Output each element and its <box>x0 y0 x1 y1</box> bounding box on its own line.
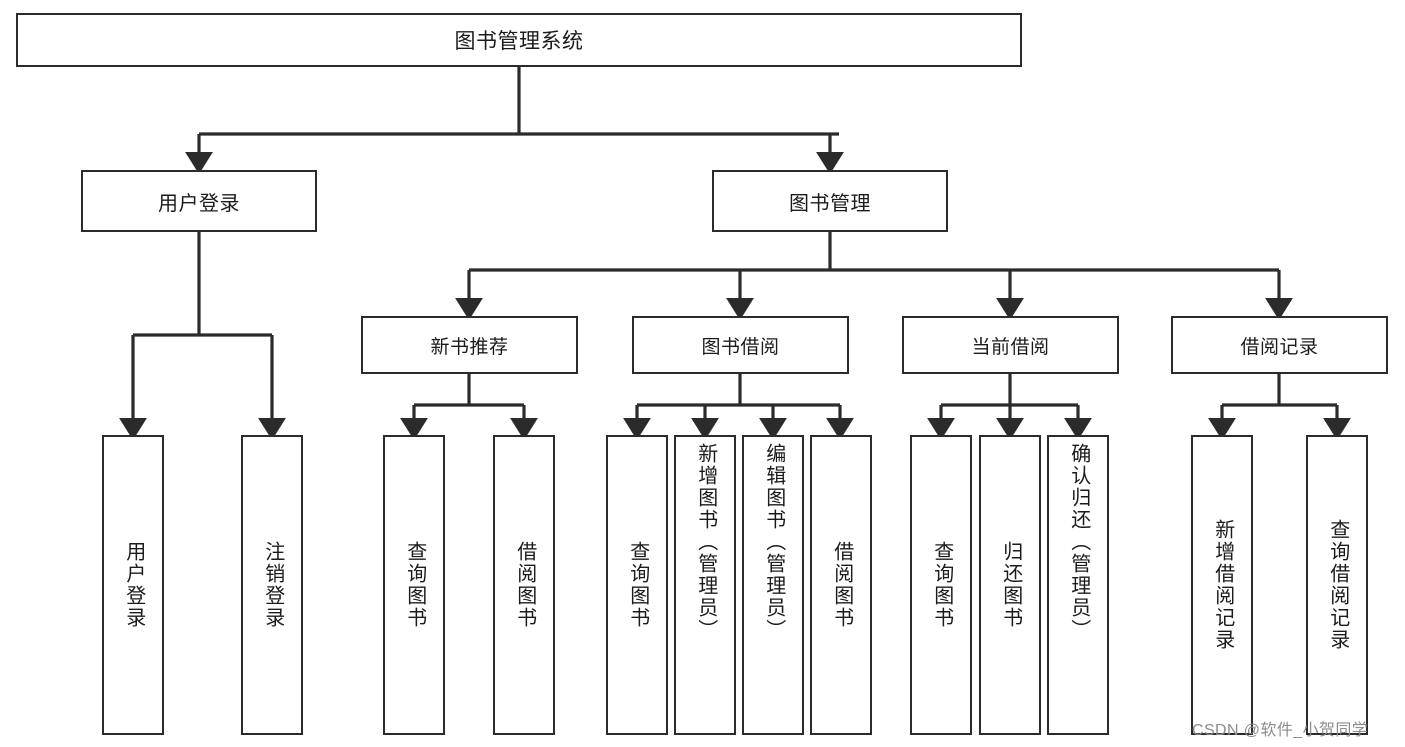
node-label: 图书借阅 <box>701 336 780 358</box>
node-label: 确认归还（管理员） <box>1067 443 1090 641</box>
leaf-query-book-borrow[interactable]: 查询图书 <box>606 435 668 735</box>
node-label: 新增借阅记录 <box>1211 519 1234 651</box>
node-label: 借阅记录 <box>1240 336 1319 358</box>
csdn-watermark: CSDN @软件_小贺同学 <box>1192 722 1369 739</box>
leaf-query-book-current[interactable]: 查询图书 <box>910 435 972 735</box>
node-label: 图书管理系统 <box>454 30 584 53</box>
node-label: 查询图书 <box>930 541 953 629</box>
node-new-book-recommend[interactable]: 新书推荐 <box>361 316 578 374</box>
node-root-system[interactable]: 图书管理系统 <box>16 13 1022 67</box>
node-label: 新增图书（管理员） <box>694 443 717 641</box>
node-label: 用户登录 <box>122 541 145 629</box>
node-user-login[interactable]: 用户登录 <box>81 170 317 232</box>
node-label: 借阅图书 <box>513 541 536 629</box>
leaf-confirm-return-admin[interactable]: 确认归还（管理员） <box>1047 435 1109 735</box>
leaf-add-book-admin[interactable]: 新增图书（管理员） <box>674 435 736 735</box>
leaf-borrow-book-recommend[interactable]: 借阅图书 <box>493 435 555 735</box>
node-label: 注销登录 <box>261 541 284 629</box>
node-label: 查询图书 <box>403 541 426 629</box>
leaf-add-borrow-record[interactable]: 新增借阅记录 <box>1191 435 1253 735</box>
leaf-query-book-recommend[interactable]: 查询图书 <box>383 435 445 735</box>
node-label: 借阅图书 <box>830 541 853 629</box>
node-label: 归还图书 <box>999 541 1022 629</box>
leaf-borrow-book[interactable]: 借阅图书 <box>810 435 872 735</box>
leaf-user-login[interactable]: 用户登录 <box>102 435 164 735</box>
leaf-return-book[interactable]: 归还图书 <box>979 435 1041 735</box>
node-book-borrow[interactable]: 图书借阅 <box>632 316 849 374</box>
node-label: 新书推荐 <box>430 336 509 358</box>
node-label: 查询图书 <box>626 541 649 629</box>
leaf-edit-book-admin[interactable]: 编辑图书（管理员） <box>742 435 804 735</box>
node-label: 当前借阅 <box>971 336 1050 358</box>
node-label: 图书管理 <box>789 192 871 215</box>
node-label: 编辑图书（管理员） <box>762 443 785 641</box>
node-label: 查询借阅记录 <box>1326 519 1349 651</box>
leaf-query-borrow-record[interactable]: 查询借阅记录 <box>1306 435 1368 735</box>
node-borrow-record[interactable]: 借阅记录 <box>1171 316 1388 374</box>
node-book-management[interactable]: 图书管理 <box>712 170 948 232</box>
node-label: 用户登录 <box>158 192 240 215</box>
node-current-borrow[interactable]: 当前借阅 <box>902 316 1119 374</box>
leaf-logout-login[interactable]: 注销登录 <box>241 435 303 735</box>
